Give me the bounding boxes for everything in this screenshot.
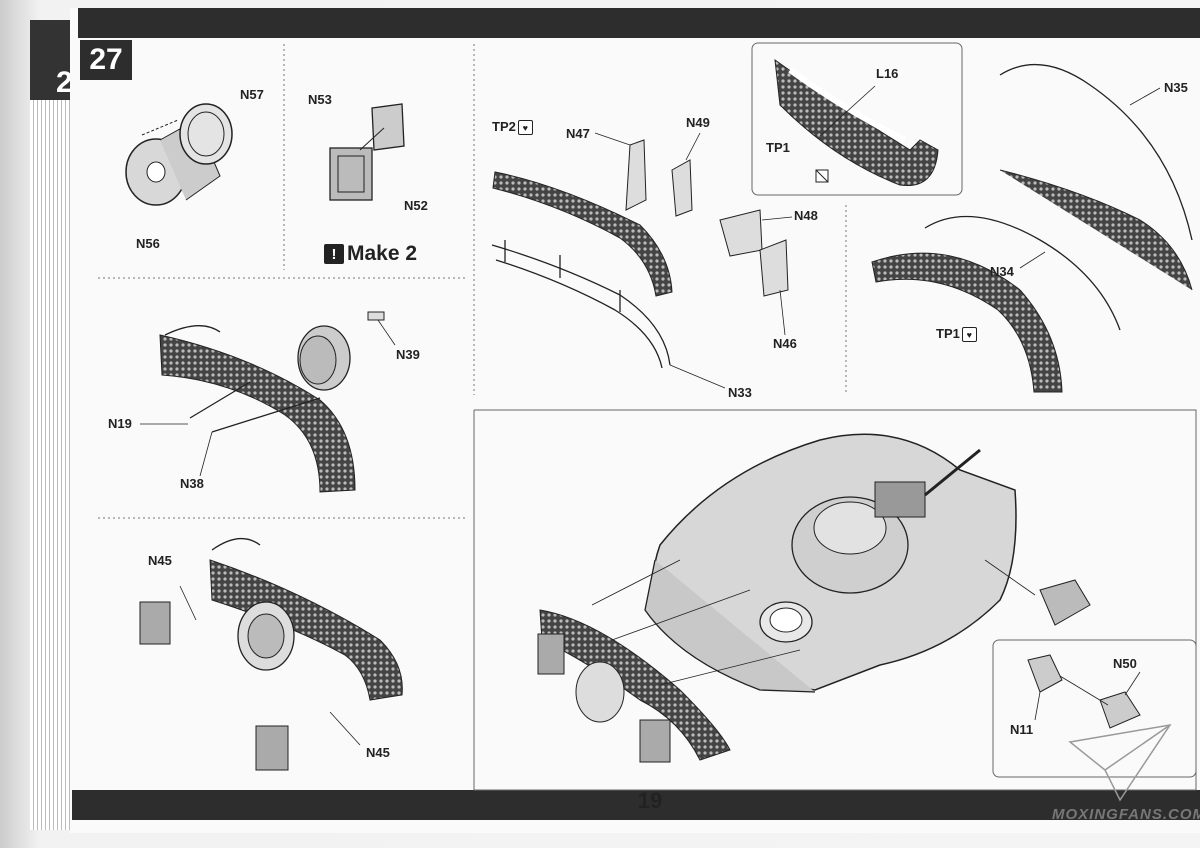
bottom-bar	[72, 790, 1200, 820]
label-n53: N53	[308, 92, 332, 107]
wheel-n45	[237, 601, 295, 671]
brackets-n46-n49	[625, 139, 789, 297]
part-n11	[1027, 654, 1063, 693]
part-n39	[367, 311, 385, 321]
panel-dividers	[98, 44, 847, 519]
page-number: 19	[637, 788, 663, 813]
step-number-box: 27	[80, 40, 132, 80]
label-n46: N46	[773, 336, 797, 351]
underlying-pages-edge	[30, 20, 70, 830]
label-n45-bottom: N45	[366, 745, 390, 760]
railing-n33	[491, 240, 671, 369]
label-tp1-inset: TP1	[766, 140, 790, 155]
mesh-panel-tp2	[492, 171, 673, 297]
warning-icon: !	[324, 244, 344, 264]
label-tp2: TP2♥	[492, 119, 533, 136]
front-fender-assembly	[537, 609, 731, 763]
label-n48: N48	[794, 208, 818, 223]
label-n45-top: N45	[148, 553, 172, 568]
turret	[791, 448, 981, 594]
mesh-panel-tp1	[871, 252, 1063, 393]
watermark-plane-icon	[1068, 723, 1172, 802]
label-n11: N11	[1010, 722, 1034, 737]
label-n56: N56	[136, 236, 160, 251]
label-n52: N52	[404, 198, 428, 213]
top-bar	[78, 8, 1200, 38]
fender-assembly-n45	[209, 538, 403, 701]
wheel-part-n57	[179, 103, 233, 165]
leader-lines-c	[594, 132, 793, 389]
label-n34: N34	[990, 264, 1014, 279]
watermark-text: MOXINGFANS.COM	[1052, 806, 1200, 823]
part-n50	[1099, 691, 1141, 729]
label-tp1-text: TP1	[936, 326, 960, 341]
make-count-text: Make 2	[347, 242, 418, 265]
wheel-n38	[297, 325, 351, 391]
mesh-panel-l16	[774, 58, 939, 187]
label-n39: N39	[396, 347, 420, 362]
label-n35: N35	[1164, 80, 1188, 95]
underlying-step-number: 2	[56, 66, 73, 99]
label-n50: N50	[1113, 656, 1137, 671]
railing-n34	[924, 215, 1121, 331]
jerry-can-n52	[329, 147, 373, 201]
jerry-can-bottom	[255, 725, 289, 771]
wheel-part-n56	[125, 119, 221, 206]
hull-arrows	[591, 559, 1036, 686]
rear-part	[1039, 579, 1091, 626]
label-l16: L16	[876, 66, 899, 81]
label-n19: N19	[108, 416, 132, 431]
panel-frames	[473, 42, 1197, 791]
fender-assembly-n19	[159, 325, 356, 493]
railing-n35	[999, 64, 1193, 291]
no-glue-icon	[815, 169, 829, 183]
jerry-can-top	[139, 601, 171, 645]
glue-icon: ♥	[517, 120, 533, 136]
label-n47: N47	[566, 126, 590, 141]
hatch	[759, 601, 813, 643]
leader-lines-e	[140, 319, 396, 477]
label-n57: N57	[240, 87, 264, 102]
make-count-note: ! Make 2	[324, 242, 417, 266]
label-tp1: TP1♥	[936, 326, 977, 343]
bracket-n53	[371, 103, 405, 151]
label-tp2-text: TP2	[492, 119, 516, 134]
label-n49: N49	[686, 115, 710, 130]
label-n33: N33	[728, 385, 752, 400]
label-n38: N38	[180, 476, 204, 491]
glue-icon-tp1: ♥	[961, 327, 977, 343]
